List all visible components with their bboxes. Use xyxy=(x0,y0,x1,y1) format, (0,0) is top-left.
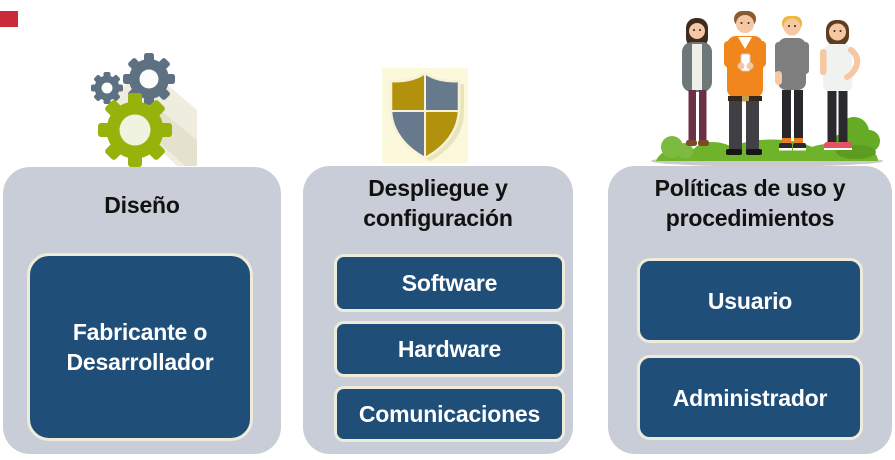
despliegue-panel-title: Despliegue y configuración xyxy=(363,175,513,231)
comunicaciones-box: Comunicaciones xyxy=(334,386,565,442)
politicas-panel: Políticas de uso y procedimientos Usuari… xyxy=(608,166,892,454)
shield-graphic xyxy=(382,68,468,163)
usuario-label: Usuario xyxy=(707,287,793,314)
people-graphic xyxy=(651,11,883,167)
left-bush xyxy=(661,136,693,159)
person-man-blond xyxy=(775,16,809,151)
software-label: Software xyxy=(401,270,498,296)
software-box: Software xyxy=(334,254,565,312)
medium-gear xyxy=(123,53,175,105)
person-woman-cardigan xyxy=(682,18,712,146)
administrador-box: Administrador xyxy=(637,355,863,440)
people-icon xyxy=(642,5,892,167)
hardware-box: Hardware xyxy=(334,321,565,377)
small-gear xyxy=(91,72,123,104)
hardware-label: Hardware xyxy=(397,336,502,362)
administrador-label: Administrador xyxy=(672,384,828,411)
despliegue-panel: Despliegue y configuración Software Hard… xyxy=(303,166,573,454)
gears-graphic xyxy=(91,53,197,167)
comunicaciones-label: Comunicaciones xyxy=(358,401,541,427)
person-woman-white-tee xyxy=(820,20,861,150)
person-man-orange-phone xyxy=(724,11,766,155)
diseno-panel-title: Diseño xyxy=(104,192,180,218)
fabricante-desarrollador-box: Fabricante o Desarrollador xyxy=(27,253,253,441)
gears-icon xyxy=(85,48,197,168)
shield-icon xyxy=(382,68,468,163)
fabricante-desarrollador-label: Fabricante o Desarrollador xyxy=(66,319,214,375)
large-gear xyxy=(98,93,172,167)
diseno-panel: Diseño Fabricante o Desarrollador xyxy=(3,167,281,454)
politicas-panel-title: Políticas de uso y procedimientos xyxy=(654,175,846,231)
usuario-box: Usuario xyxy=(637,258,863,343)
red-accent-marker xyxy=(0,11,18,27)
